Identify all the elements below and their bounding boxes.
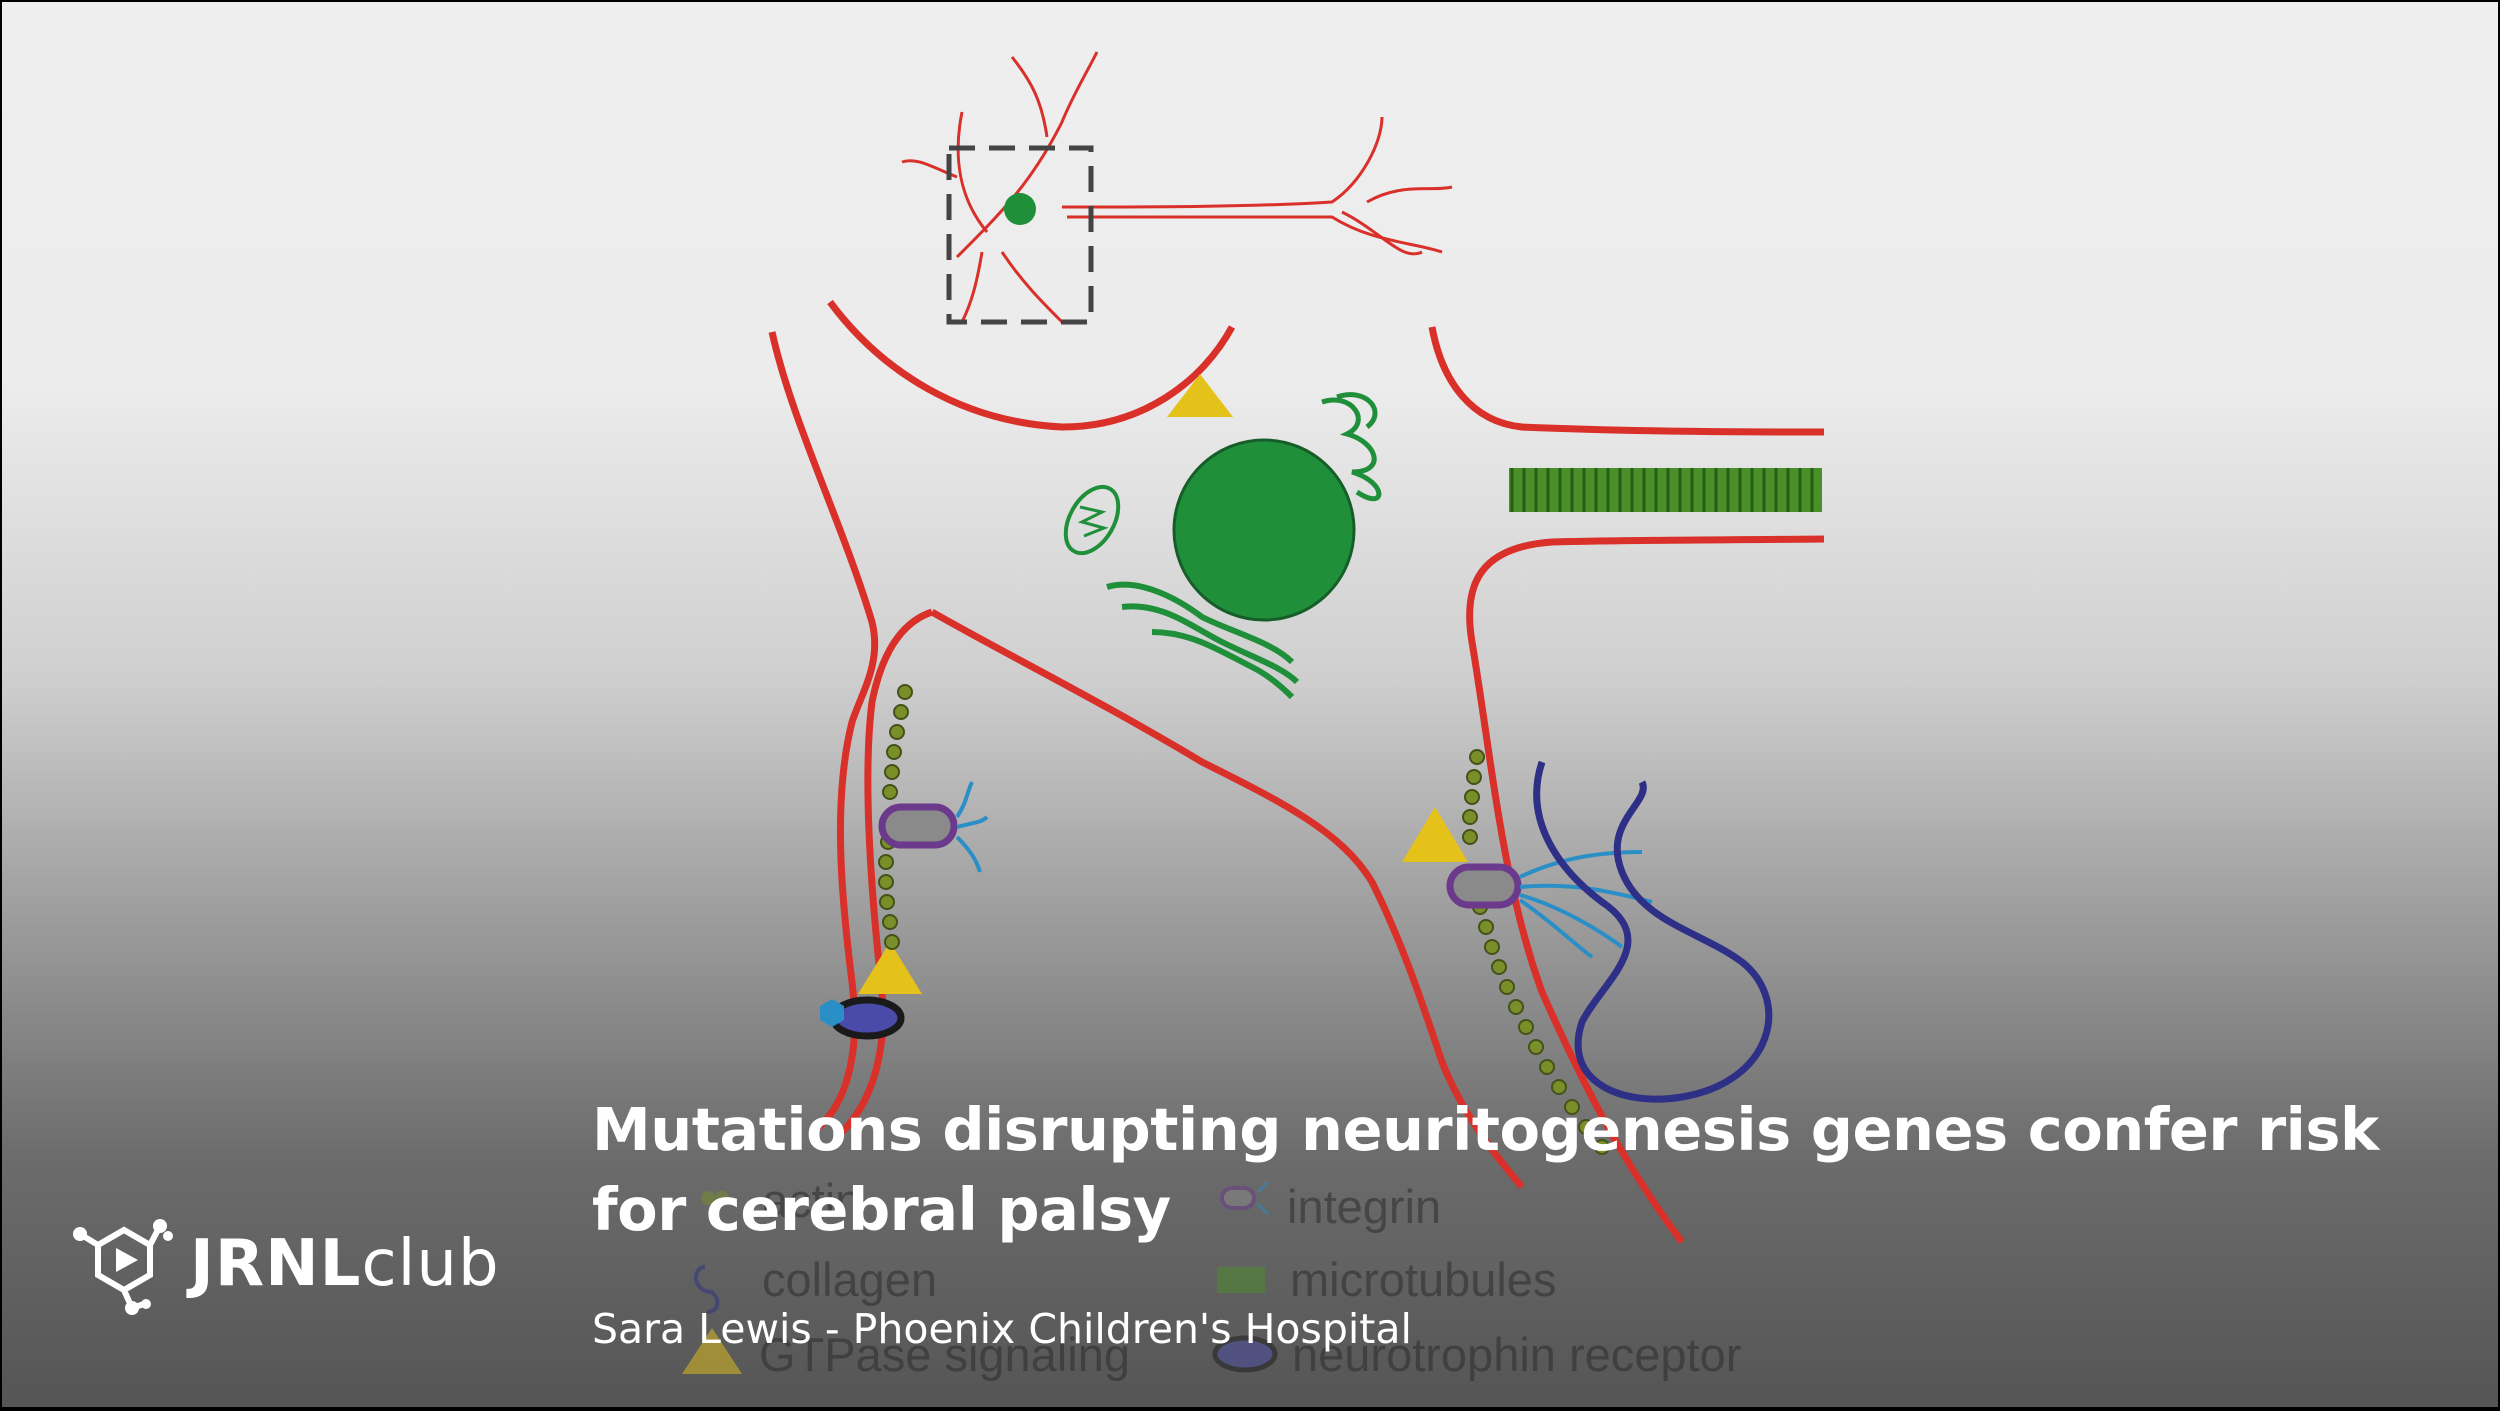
jrnlclub-logo[interactable]: JRNLclub: [72, 1212, 500, 1316]
nucleus: [1172, 438, 1356, 622]
molecule-play-icon: [73, 1219, 173, 1315]
microtubule-bundle: [1509, 468, 1822, 512]
inset-box: [946, 145, 1094, 325]
title-line-1: Mutations disrupting neuritogenesis gene…: [592, 1095, 2379, 1164]
cell-membrane: [768, 299, 1825, 1245]
gtpase-triangle: [1402, 807, 1468, 862]
legend-integrin-label: integrin: [1287, 1180, 1442, 1233]
title-line-2: for cerebral palsy: [592, 1175, 1171, 1244]
legend-gtpase-label: GTPase signaling: [759, 1328, 1130, 1381]
integrin-left: [878, 781, 989, 873]
collagen-fiber: [1533, 760, 1773, 1103]
legend-microtubules-label: microtubules: [1290, 1253, 1557, 1306]
legend-actin-label: actin: [762, 1174, 862, 1227]
video-title: Mutations disrupting neuritogenesis gene…: [592, 1090, 2452, 1250]
presenter-affiliation: Sara Lewis - Phoenix Children's Hospital: [592, 1305, 1412, 1353]
golgi: [1321, 392, 1382, 502]
gtpase-triangle: [858, 942, 922, 994]
endoplasmic-reticulum: [1106, 581, 1300, 700]
legend-neurotrophin-label: neurotrophin receptor: [1292, 1328, 1742, 1381]
gtpase-triangle: [1167, 374, 1233, 417]
neurotrophin-receptor: [820, 996, 905, 1040]
brand-wordmark: JRNLclub: [190, 1227, 500, 1301]
legend-glyphs: [682, 1180, 1278, 1374]
neuron-inset: [901, 51, 1453, 324]
inset-nucleus: [1004, 193, 1036, 225]
actin-filament-left: [878, 684, 913, 950]
mitochondrion: [1063, 484, 1121, 556]
brand-bold: JRNL: [190, 1227, 362, 1301]
brand-light: club: [361, 1227, 500, 1301]
actin-filament-right: [1462, 749, 1610, 1155]
legend-collagen-label: collagen: [762, 1253, 938, 1306]
